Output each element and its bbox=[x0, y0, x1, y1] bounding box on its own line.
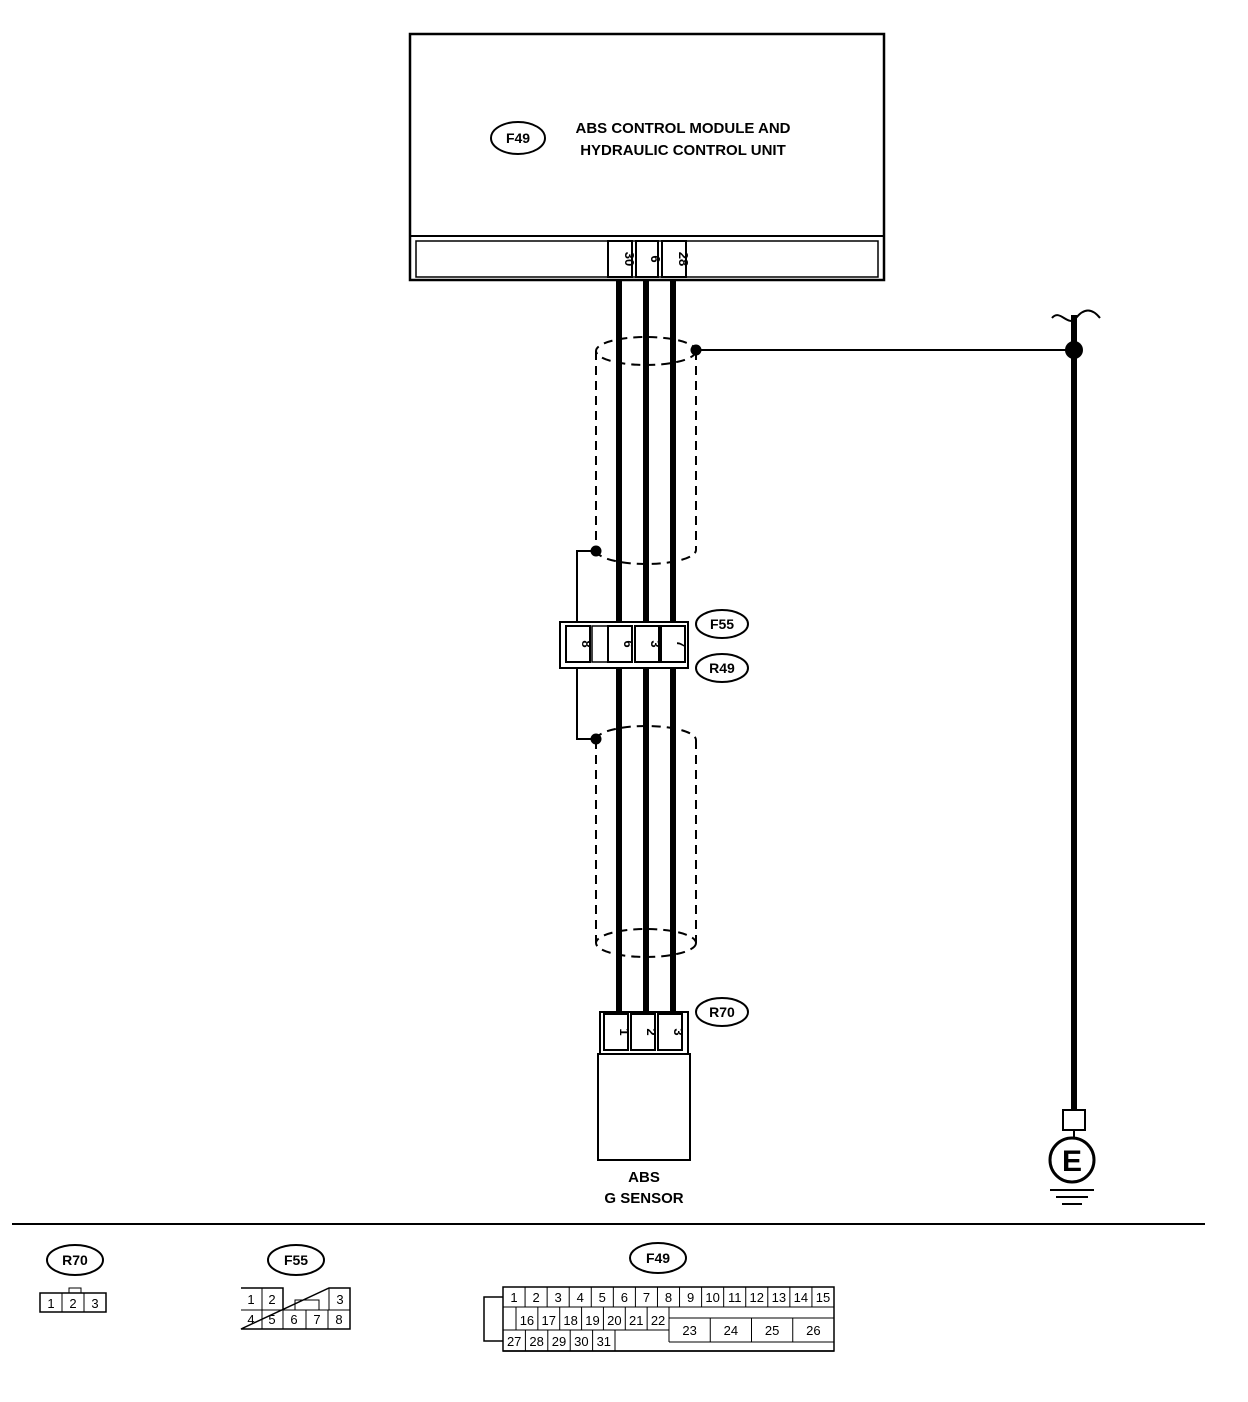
legend-f55-cell-1: 1 bbox=[247, 1292, 254, 1307]
legend-f49-tag: F49 bbox=[646, 1250, 670, 1266]
legend-f49-cell-9: 9 bbox=[687, 1290, 694, 1305]
f55-tag: F55 bbox=[710, 616, 734, 632]
legend-r70-cell-2: 2 bbox=[69, 1296, 76, 1311]
f55-pin-8-label: 8 bbox=[579, 640, 594, 647]
legend-f49-cell-26: 26 bbox=[806, 1323, 820, 1338]
sensor-label-line1: ABS bbox=[628, 1169, 660, 1186]
sensor-pin-2-label: 2 bbox=[644, 1028, 659, 1035]
legend-f49-cell-22: 22 bbox=[651, 1313, 665, 1328]
shield-junction-lower bbox=[590, 733, 602, 745]
legend-f55-cell-2: 2 bbox=[268, 1292, 275, 1307]
f55-pin-7-label: 7 bbox=[674, 640, 689, 647]
legend-r70-cell-3: 3 bbox=[91, 1296, 98, 1311]
abs-g-sensor: 1 2 3 R70 ABS G SENSOR bbox=[597, 997, 749, 1207]
legend-f49-cell-31: 31 bbox=[597, 1334, 611, 1349]
legend-f49-cell-29: 29 bbox=[552, 1334, 566, 1349]
legend-f49-cell-21: 21 bbox=[629, 1313, 643, 1328]
module-pin-30-label: 30 bbox=[622, 252, 637, 266]
legend-f49-cell-8: 8 bbox=[665, 1290, 672, 1305]
legend-r70: R70 1 2 3 bbox=[39, 1244, 107, 1313]
f55-pin-6: 6 bbox=[607, 625, 636, 663]
module-tag: F49 bbox=[506, 130, 530, 146]
legend-f55-cell-3: 3 bbox=[336, 1292, 343, 1307]
legend-f49-cell-17: 17 bbox=[542, 1313, 556, 1328]
legend-f55-cell-7: 7 bbox=[313, 1312, 320, 1327]
legend-f55: F55 1 2 3 4 5 6 7 8 bbox=[240, 1244, 351, 1330]
legend-f49-cell-16: 16 bbox=[520, 1313, 534, 1328]
sensor-pin-3-label: 3 bbox=[671, 1028, 686, 1035]
module-pin-28: 28 bbox=[661, 240, 691, 278]
legend-f49-cell-11: 11 bbox=[728, 1290, 742, 1305]
sensor-pin-3: 3 bbox=[657, 1013, 686, 1051]
shield-tie-wires bbox=[576, 550, 596, 740]
sensor-label-line2: G SENSOR bbox=[604, 1190, 683, 1207]
module-pin-6: 6 bbox=[635, 240, 663, 278]
module-title-line2: HYDRAULIC CONTROL UNIT bbox=[580, 142, 786, 159]
signal-wires bbox=[616, 280, 676, 1014]
legend-f49-cell-10: 10 bbox=[705, 1290, 719, 1305]
legend-f49-cell-5: 5 bbox=[599, 1290, 606, 1305]
legend-f49-cell-25: 25 bbox=[765, 1323, 779, 1338]
legend-f49-cell-4: 4 bbox=[577, 1290, 584, 1305]
sensor-pin-2: 2 bbox=[630, 1013, 659, 1051]
f55-pin-7: 7 bbox=[660, 625, 689, 663]
legend-f49-cell-20: 20 bbox=[607, 1313, 621, 1328]
f55-pin-3-label: 3 bbox=[648, 640, 663, 647]
legend-f49-cell-14: 14 bbox=[794, 1290, 808, 1305]
f55-pin-8: 8 bbox=[565, 625, 594, 663]
module-title-line1: ABS CONTROL MODULE AND bbox=[576, 120, 791, 137]
legend-f49-cell-18: 18 bbox=[563, 1313, 577, 1328]
legend-f49-cell-7: 7 bbox=[643, 1290, 650, 1305]
legend-f49-cell-19: 19 bbox=[585, 1313, 599, 1328]
legend-f55-tag: F55 bbox=[284, 1252, 308, 1268]
legend-f49-cell-27: 27 bbox=[507, 1334, 521, 1349]
legend-f55-cell-8: 8 bbox=[335, 1312, 342, 1327]
ground-symbol: E bbox=[1048, 1109, 1096, 1205]
shield-drain-wire bbox=[690, 309, 1101, 1112]
legend-r70-cell-1: 1 bbox=[47, 1296, 54, 1311]
legend-f49-cell-28: 28 bbox=[529, 1334, 543, 1349]
lower-shield bbox=[595, 725, 697, 958]
module-pin-28-label: 28 bbox=[676, 252, 691, 266]
sensor-tag: R70 bbox=[709, 1004, 735, 1020]
f55-pin-6-label: 6 bbox=[621, 640, 636, 647]
legend-r70-tag: R70 bbox=[62, 1252, 88, 1268]
legend-f49-cell-13: 13 bbox=[772, 1290, 786, 1305]
shield-junction-upper bbox=[590, 545, 602, 557]
legend-f49-cell-30: 30 bbox=[574, 1334, 588, 1349]
legend-f49-cell-12: 12 bbox=[750, 1290, 764, 1305]
legend-f49-cell-2: 2 bbox=[532, 1290, 539, 1305]
legend-f49-cell-1: 1 bbox=[510, 1290, 517, 1305]
legend-f55-cell-6: 6 bbox=[290, 1312, 297, 1327]
module-pin-30: 30 bbox=[607, 240, 637, 278]
legend-f49-cell-24: 24 bbox=[724, 1323, 738, 1338]
legend-f55-cell-4: 4 bbox=[247, 1312, 254, 1327]
abs-control-module: F49 ABS CONTROL MODULE AND HYDRAULIC CON… bbox=[408, 32, 886, 282]
legend-f55-cell-5: 5 bbox=[268, 1312, 275, 1327]
r49-tag: R49 bbox=[709, 660, 735, 676]
sensor-pin-1: 1 bbox=[603, 1013, 632, 1051]
legend-f49-cell-15: 15 bbox=[816, 1290, 830, 1305]
module-pin-6-label: 6 bbox=[648, 255, 663, 262]
legend-f49-cell-6: 6 bbox=[621, 1290, 628, 1305]
sensor-pin-1-label: 1 bbox=[617, 1028, 632, 1035]
connector-f55-r49: 8 6 3 7 F55 R49 bbox=[559, 609, 749, 683]
ground-label: E bbox=[1062, 1145, 1082, 1178]
legend-f49-cell-23: 23 bbox=[682, 1323, 696, 1338]
legend-f49-cell-3: 3 bbox=[555, 1290, 562, 1305]
f55-pin-3: 3 bbox=[634, 625, 663, 663]
